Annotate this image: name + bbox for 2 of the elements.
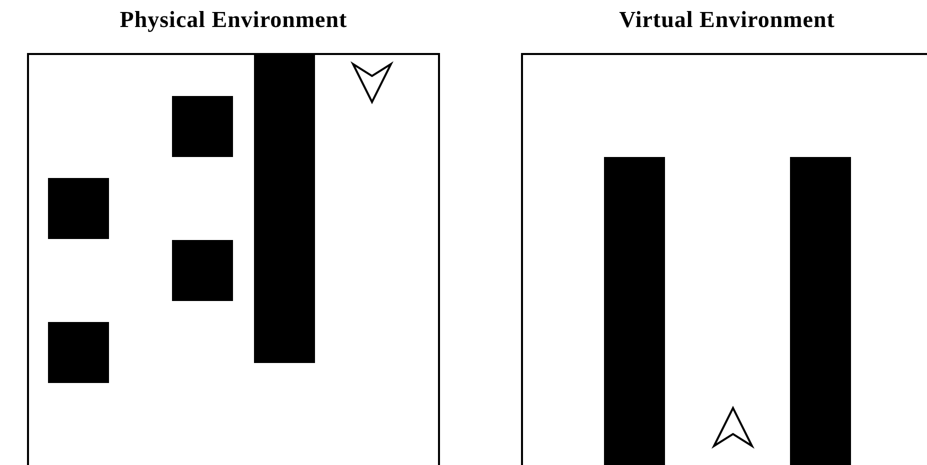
panel-title: Virtual Environment xyxy=(618,7,836,33)
panel-title: Physical Environment xyxy=(118,7,348,33)
